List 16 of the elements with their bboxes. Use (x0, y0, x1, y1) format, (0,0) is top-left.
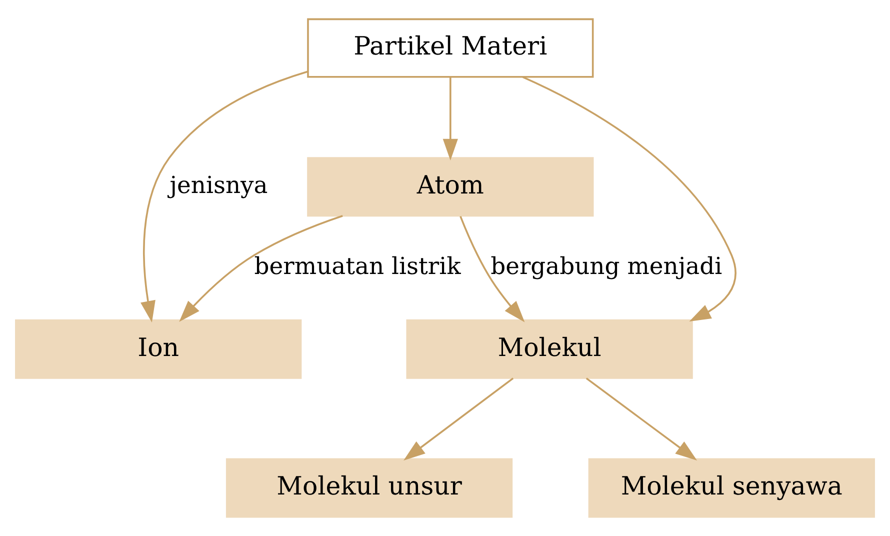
edge-label: bermuatan listrik (254, 252, 461, 280)
node-box: Molekul senyawa (588, 458, 875, 518)
arrow (522, 76, 736, 322)
edge-label: jenisnya (170, 171, 268, 200)
arrow (404, 378, 514, 460)
node-box: Molekul unsur (226, 458, 513, 518)
edge-label: bergabung menjadi (490, 252, 722, 280)
node-box: Partikel Materi (307, 18, 594, 78)
arrow (460, 216, 525, 322)
node-box: Atom (307, 157, 594, 217)
arrow (140, 70, 308, 323)
node-box: Ion (15, 319, 302, 379)
arrow (179, 215, 343, 322)
arrow (442, 77, 458, 160)
arrow (586, 378, 698, 460)
node-box: Molekul (406, 319, 693, 379)
